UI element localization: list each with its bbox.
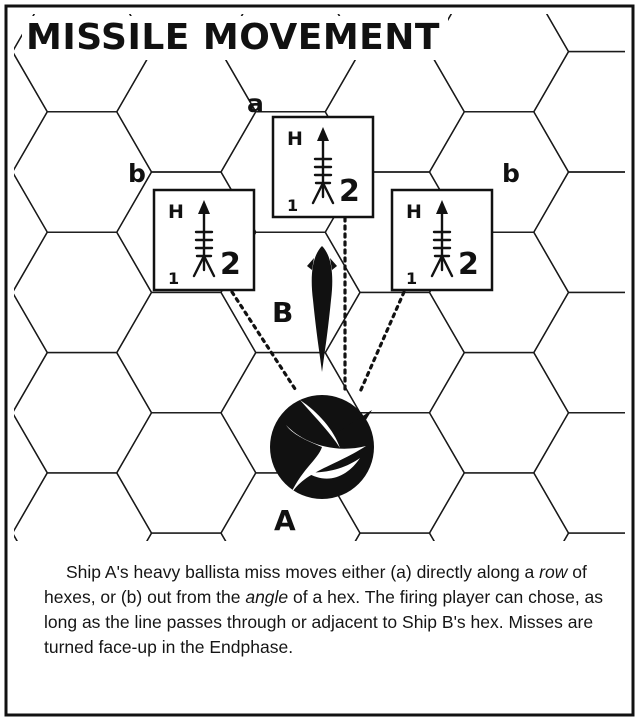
caption-part1: Ship A's heavy ballista miss moves eithe… [66,562,539,582]
page-title: MISSILE MOVEMENT [22,16,448,60]
counter-br-speed: 1 [406,269,417,288]
counter-br-letter: H [406,201,422,223]
label-ship-b: B [272,296,293,329]
counter-br-damage: 2 [458,247,479,282]
caption-angle-word: angle [245,587,288,607]
label-a: a [247,89,264,118]
caption-text: Ship A's heavy ballista miss moves eithe… [44,560,604,660]
counter-bl-speed: 1 [168,269,179,288]
missile-counter-b-right: H 1 2 [392,190,492,290]
label-b-left: b [128,159,146,188]
missile-counter-a: H 1 2 [273,117,373,217]
label-b-right: b [502,159,520,188]
counter-a-damage: 2 [339,174,360,209]
caption-row-word: row [539,562,567,582]
counter-a-letter: H [287,128,303,150]
missile-counter-b-left: H 1 2 [154,190,254,290]
counter-bl-damage: 2 [220,247,241,282]
counter-bl-letter: H [168,201,184,223]
counter-a-speed: 1 [287,196,298,215]
label-ship-a: A [274,504,296,537]
